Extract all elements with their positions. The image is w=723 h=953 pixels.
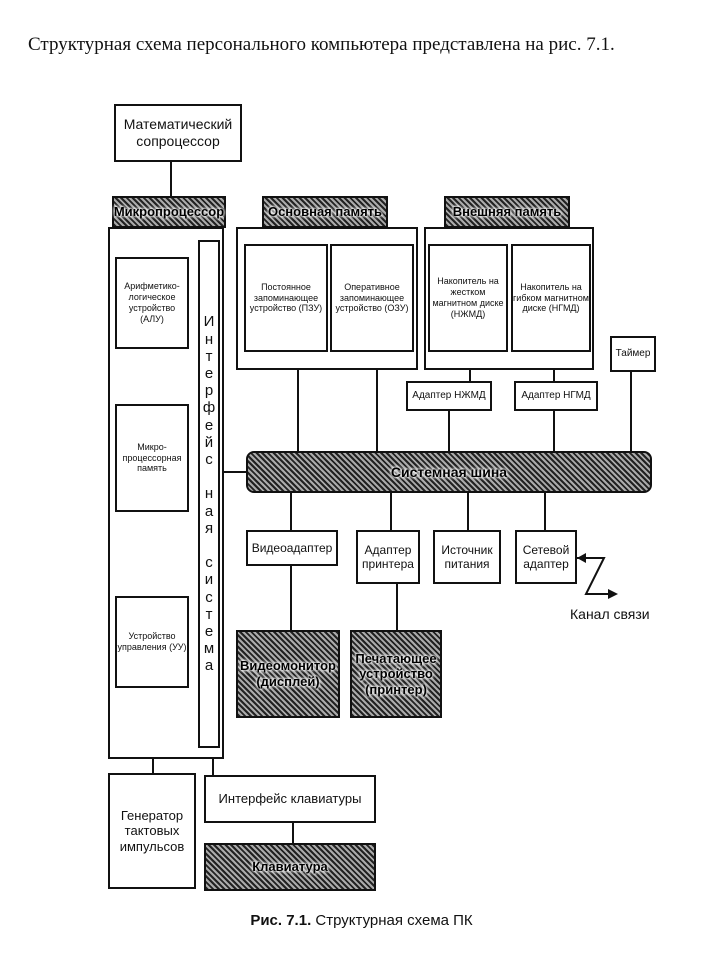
- line-interface-bus: [220, 471, 248, 473]
- line-fdd-adapter: [553, 368, 555, 382]
- math-coprocessor-box: Математический сопроцессор: [114, 104, 242, 162]
- monitor-box: Видеомонитор (дисплей): [236, 630, 340, 718]
- microprocessor-label: Микропроцессор: [112, 196, 226, 228]
- line-cpu-kbd-interface: [212, 747, 214, 775]
- keyboard-box: Клавиатура: [204, 843, 376, 891]
- line-rom-bus: [297, 368, 299, 452]
- rom-box: Постоянное запоминающее устройство (ПЗУ): [244, 244, 328, 352]
- line-printer-adapter-printer: [396, 582, 398, 632]
- printer-box: Печатающее устройство (принтер): [350, 630, 442, 718]
- line-timer-bus: [630, 370, 632, 452]
- printer-adapter-box: Адаптер принтера: [356, 530, 420, 584]
- hdd-adapter-box: Адаптер НЖМД: [406, 381, 492, 411]
- fdd-box: Накопитель на гибком магнитном диске (НГ…: [511, 244, 591, 352]
- line-video-monitor: [290, 566, 292, 632]
- alu-box: Арифметико-логическое устройство (АЛУ): [115, 257, 189, 349]
- hdd-box: Накопитель на жестком магнитном диске (Н…: [428, 244, 508, 352]
- line-bus-network: [544, 491, 546, 531]
- line-ram-bus: [376, 368, 378, 452]
- microprocessor-memory-box: Микро-процессорная память: [115, 404, 189, 512]
- figure-caption: Рис. 7.1. Структурная схема ПК: [250, 912, 473, 929]
- line-bus-power: [467, 491, 469, 531]
- line-coprocessor-cpu: [170, 161, 172, 199]
- control-unit-box: Устройство управления (УУ): [115, 596, 189, 688]
- main-memory-label: Основная память: [262, 196, 388, 228]
- intro-text: Структурная схема персонального компьюте…: [28, 34, 615, 55]
- line-bus-video: [290, 491, 292, 531]
- system-bus-box: Системная шина: [246, 451, 652, 493]
- line-fdd-adapter-bus: [553, 410, 555, 452]
- timer-box: Таймер: [610, 336, 656, 372]
- power-supply-box: Источник питания: [433, 530, 501, 584]
- video-adapter-box: Видеоадаптер: [246, 530, 338, 566]
- clock-generator-box: Генератор тактовых импульсов: [108, 773, 196, 889]
- network-adapter-box: Сетевой адаптер: [515, 530, 577, 584]
- keyboard-interface-box: Интерфейс клавиатуры: [204, 775, 376, 823]
- line-hdd-adapter-bus: [448, 410, 450, 452]
- line-bus-printer-adapter: [390, 491, 392, 531]
- ram-box: Оперативное запоминающее устройство (ОЗУ…: [330, 244, 414, 352]
- comm-channel-label: Канал связи: [570, 606, 650, 622]
- external-memory-label: Внешняя память: [444, 196, 570, 228]
- line-hdd-adapter: [469, 368, 471, 382]
- line-cpu-clock: [152, 757, 154, 775]
- line-kbd-interface-keyboard: [292, 822, 294, 844]
- fdd-adapter-box: Адаптер НГМД: [514, 381, 598, 411]
